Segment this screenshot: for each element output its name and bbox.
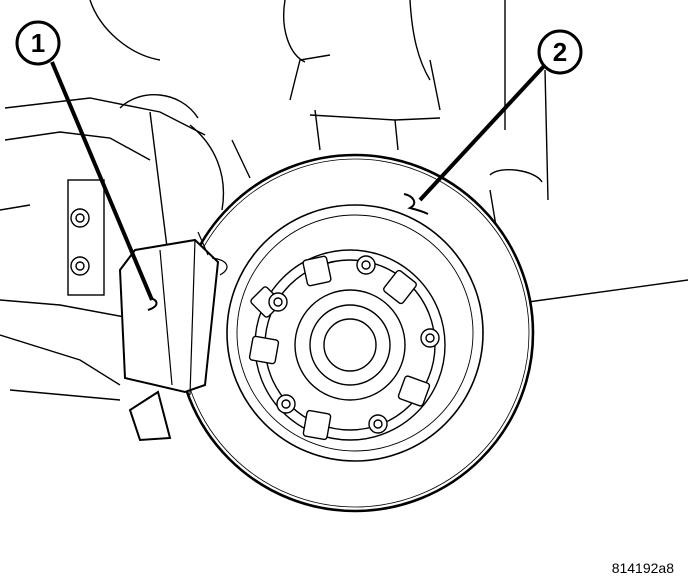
suspension-background [0,0,688,401]
callout-1-leader [50,61,154,301]
callout-1: 1 [15,20,61,66]
callout-1-label: 1 [31,28,45,58]
brake-rotor [175,153,535,513]
callout-2-label: 2 [553,37,567,67]
wheel-studs [268,255,440,434]
callout-2: 2 [537,29,583,75]
mount-stud-lower [70,256,90,276]
callout-2-leader [418,63,547,202]
figure-id: 814192a8 [611,560,674,576]
rotor-wear-tick [403,193,429,215]
mount-stud-upper [70,208,90,228]
